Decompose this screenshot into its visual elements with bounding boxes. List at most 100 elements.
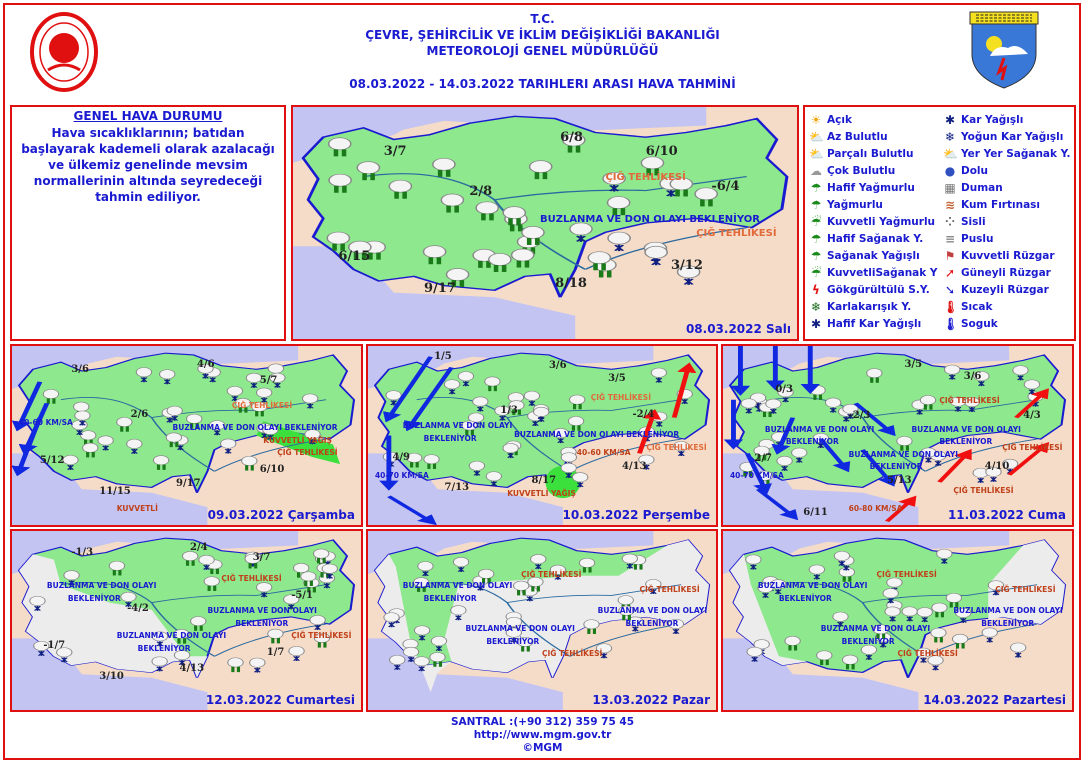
rain-cloud-icon — [784, 635, 801, 651]
snow-cloud-icon — [472, 396, 489, 412]
temperature-label: 3/6 — [963, 371, 982, 383]
warning-label: BEKLENİYOR — [785, 437, 839, 447]
map-background — [368, 346, 716, 525]
sleet-icon: ❄ — [810, 300, 822, 314]
snow-cloud-icon — [97, 435, 114, 451]
rain-cloud-icon — [461, 420, 478, 436]
legend-panel: ☀Açık✱Kar Yağışlı⛅Az Bulutlu❄Yoğun Kar Y… — [803, 105, 1076, 341]
temperature-label: 4/6 — [196, 358, 215, 370]
warning-label: BEKLENİYOR — [841, 636, 895, 646]
legend-item: ❄ Karlakarışık Y. — [809, 299, 943, 315]
warning-label: ÇIĞ TEHLİKESİ — [646, 442, 707, 452]
temperature-label: 3/5 — [904, 358, 923, 370]
no-frost-zone — [18, 554, 208, 678]
snow-cloud-icon — [502, 443, 519, 459]
snow-cloud-icon — [936, 548, 953, 564]
snow-cloud-icon — [126, 438, 143, 454]
wind-arrow-icon — [1014, 388, 1049, 419]
warning-label: 40-70 KM/SA — [729, 471, 784, 481]
rain-cloud-icon — [190, 616, 207, 631]
legend-item: ❄Yoğun Kar Yağışlı — [943, 129, 1074, 145]
temperature-label: 2/8 — [469, 183, 493, 199]
warning-label: BUZLANMA VE DON OLAYI — [465, 624, 575, 634]
rain-cloud-icon — [173, 629, 190, 644]
light-snow-icon: ✱ — [810, 317, 822, 331]
warning-label: BEKLENİYOR — [778, 593, 832, 603]
rain-cloud-icon — [348, 240, 372, 260]
partly-cloudy-icon: ⛅ — [809, 147, 824, 161]
snow-cloud-icon — [226, 386, 244, 402]
warning-label: KUVVETLİ YAĞIŞ — [263, 435, 332, 445]
warning-label: ÇIĞ TEHLİKESİ — [953, 485, 1014, 495]
legend-label: KuvvetliSağanak Y — [827, 267, 938, 279]
meteoroloji-shield-logo — [969, 11, 1039, 89]
rain-cloud-icon — [896, 436, 913, 451]
warning-label: 40-60 KM/SA — [576, 448, 631, 458]
smoke-icon: ▦ — [944, 181, 956, 195]
temperature-label: -2/3 — [848, 410, 871, 422]
snow-cloud-icon — [120, 591, 137, 607]
rain-cloud-icon — [669, 177, 694, 197]
temperature-label: 3/6 — [71, 363, 89, 375]
rain-cloud-icon — [251, 401, 268, 417]
snow-cloud-icon — [443, 379, 461, 395]
rain-cloud-icon — [312, 548, 330, 564]
snow-cloud-icon — [776, 455, 793, 471]
snow-cloud-icon — [309, 615, 326, 631]
legend-item: ☂Hafif Yağmurlu — [809, 180, 943, 196]
no-frost-zone — [444, 539, 710, 678]
snow-cloud-icon — [644, 245, 668, 266]
wind-arrow-icon — [755, 488, 799, 521]
wind-arrow-icon — [403, 367, 454, 432]
haze-icon: ≡ — [944, 232, 956, 246]
snow-cloud-icon — [430, 636, 448, 651]
legend-item: ●Dolu — [943, 163, 1074, 179]
warning-label: BEKLENİYOR — [423, 593, 477, 603]
snow-cloud-icon — [627, 616, 644, 632]
legend-label: Parçalı Bulutlu — [827, 148, 914, 160]
snow-cloud-icon — [560, 462, 577, 478]
warning-label: BEKLENİYOR — [981, 618, 1035, 628]
temperature-label: 7/13 — [444, 482, 470, 494]
warning-label: KUVVETLİ — [116, 503, 158, 513]
rain-cloud-icon — [356, 161, 381, 181]
header-directorate: METEOROLOJİ GENEL MÜDÜRLÜĞÜ — [426, 44, 659, 58]
snow-cloud-icon — [383, 612, 400, 628]
legend-label: Sağanak Yağışlı — [827, 250, 920, 262]
map-panel-day-7: BUZLANMA VE DON OLAYI BEKLENİYOR BUZLANMA … — [721, 529, 1074, 712]
warning-label: BUZLANMA VE DON OLAYI — [820, 624, 931, 634]
snow-cloud-icon — [638, 454, 655, 470]
wind-arrow-icon — [853, 402, 896, 437]
wind-arrow-icon — [637, 409, 662, 454]
temperature-label: 11/15 — [99, 485, 131, 497]
snow-cloud-icon — [1012, 365, 1029, 381]
rain-icon: ☂ — [810, 198, 822, 212]
snow-cloud-icon — [949, 396, 967, 412]
legend-item: ⛅Yer Yer Sağanak Y. — [943, 146, 1074, 162]
snow-cloud-icon — [552, 428, 569, 444]
temperature-label: 5/12 — [39, 455, 65, 467]
legend-item: 🌡Sıcak — [943, 299, 1074, 315]
rain-cloud-icon — [432, 157, 456, 177]
temperature-label: 1/5 — [434, 351, 452, 363]
rain-cloud-icon — [606, 196, 631, 216]
warning-label: BUZLANMA VE DON OLAYI — [953, 606, 1063, 616]
footer-url[interactable]: http://www.mgm.gov.tr — [473, 729, 612, 741]
warning-label: BUZLANMA VE DON OLAYI — [764, 424, 875, 434]
legend-label: Sisli — [961, 216, 986, 228]
warning-label: BEKLENİYOR — [939, 437, 993, 447]
rain-cloud-icon — [406, 452, 423, 468]
snow-cloud-icon — [505, 627, 523, 643]
map-background — [723, 531, 1072, 710]
rain-cloud-icon — [328, 173, 352, 193]
region-borders — [416, 397, 682, 472]
legend-label: Karlakarışık Y. — [827, 301, 912, 313]
page-frame — [3, 3, 1081, 760]
general-weather-title: GENEL HAVA DURUMU — [73, 109, 223, 123]
temperature-label: 3/5 — [608, 372, 626, 384]
warning-label: ÇIĞ TEHLİKESİ — [696, 227, 777, 239]
snow-cloud-icon — [765, 398, 782, 414]
snow-cloud-icon — [1009, 642, 1027, 658]
